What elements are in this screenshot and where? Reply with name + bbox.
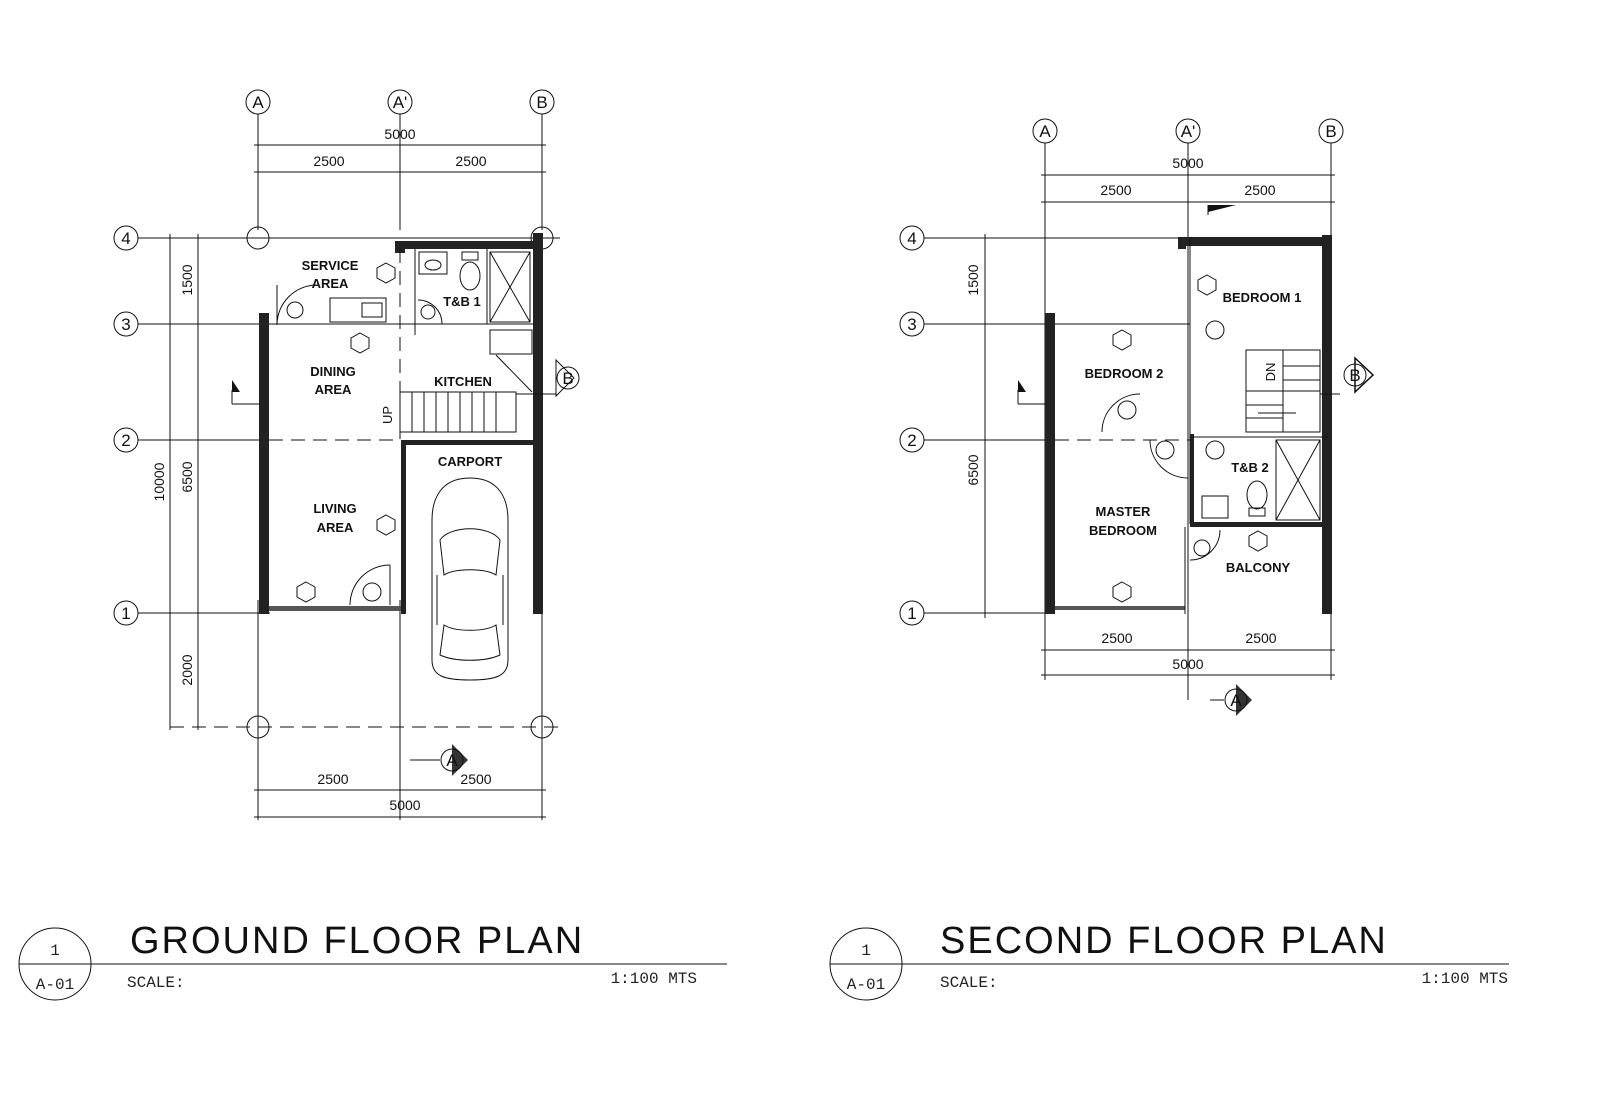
dim-total-depth: 10000 [151,462,167,501]
room-living-area-line1: LIVING [313,501,356,516]
dim-depth-1-end: 2000 [179,654,195,685]
grid-label-1: 1 [121,604,130,623]
section-marker-b-second: B [1349,366,1360,385]
sf-grid-label-a: A [1039,122,1051,141]
section-marker-a-second: A [1230,691,1242,710]
second-ref-sheet: A-01 [847,976,885,994]
sf-grid-label-b: B [1325,122,1336,141]
sf-grid-bubbles-top: A A' B [1032,118,1344,700]
room-master-bedroom-line2: BEDROOM [1089,523,1157,538]
sf-dim-bay-left-top: 2500 [1100,182,1131,198]
dim-depth-4-3: 1500 [179,264,195,295]
sf-dim-depth-4-3: 1500 [965,264,981,295]
sf-bottom-dimensions: 2500 2500 5000 [1041,630,1335,676]
room-master-bedroom-line1: MASTER [1096,504,1152,519]
grid-bubbles-top: A A' B [245,89,555,230]
section-marker-b-ground: B [562,369,573,388]
ground-floor-title: GROUND FLOOR PLAN [130,920,584,962]
second-scale-value: 1:100 MTS [1422,970,1508,988]
dim-bay-right-top: 2500 [455,153,486,169]
ground-section-markers: B A [231,358,580,776]
room-tb1: T&B 1 [443,294,481,309]
grid-label-3: 3 [121,315,130,334]
dim-bay-left-bottom: 2500 [317,771,348,787]
ground-stair [399,354,533,433]
sf-dim-bay-right-bottom: 2500 [1245,630,1276,646]
grid-label-a: A [252,93,264,112]
sf-grid-label-a-prime: A' [1181,122,1196,141]
sf-grid-label-4: 4 [907,229,916,248]
dim-bay-right-bottom: 2500 [460,771,491,787]
sf-walls [1045,235,1332,614]
room-dining-area-line1: DINING [310,364,356,379]
room-tb2: T&B 2 [1231,460,1269,475]
room-bedroom1: BEDROOM 1 [1223,290,1302,305]
grid-label-2: 2 [121,431,130,450]
ground-scale-value: 1:100 MTS [611,970,697,988]
ground-floor-plan: A A' B 5000 2500 2500 4 3 2 1 [18,89,727,1001]
top-dimensions: 5000 2500 2500 [254,126,546,173]
second-floor-title: SECOND FLOOR PLAN [940,920,1388,962]
ground-ref-sheet: A-01 [36,976,74,994]
room-carport: CARPORT [438,454,502,469]
ground-title-block: 1 A-01 GROUND FLOOR PLAN SCALE: 1:100 MT… [18,920,727,1001]
stair-dn-label: DN [1263,363,1278,382]
dim-total-width-bottom: 5000 [389,797,420,813]
grid-label-4: 4 [121,229,130,248]
sf-grid-label-2: 2 [907,431,916,450]
ground-walls [259,233,543,614]
section-marker-a-ground: A [446,751,458,770]
left-dimensions: 1500 6500 2000 10000 [151,234,199,730]
stair-up-label: UP [380,406,395,424]
room-living-area-line2: AREA [317,520,354,535]
room-balcony: BALCONY [1226,560,1291,575]
second-scale-label: SCALE: [940,974,998,992]
room-bedroom2: BEDROOM 2 [1085,366,1164,381]
room-dining-area-line2: AREA [315,382,352,397]
grid-bubbles-left: 4 3 2 1 [113,225,560,626]
sf-room-labels: BEDROOM 1 BEDROOM 2 T&B 2 MASTER BEDROOM… [1085,290,1302,575]
sf-grid-label-3: 3 [907,315,916,334]
car-icon [431,477,509,681]
dim-total-width-top: 5000 [384,126,415,142]
sf-dim-total-width-bottom: 5000 [1172,656,1203,672]
sf-grid-label-1: 1 [907,604,916,623]
sf-fixtures [1101,274,1321,603]
ground-scale-label: SCALE: [127,974,185,992]
sf-title-block: 1 A-01 SECOND FLOOR PLAN SCALE: 1:100 MT… [829,920,1509,1001]
ground-room-labels: SERVICE AREA T&B 1 DINING AREA KITCHEN C… [302,258,503,535]
grid-label-a-prime: A' [393,93,408,112]
sf-section-markers: B A [1017,205,1375,716]
second-ref-number: 1 [861,942,871,960]
grid-label-b: B [536,93,547,112]
room-service-area-line2: AREA [312,276,349,291]
ground-fixtures [276,251,533,606]
second-floor-plan: A A' B 5000 2500 2500 4 3 2 1 [829,118,1509,1001]
ground-ref-number: 1 [50,942,60,960]
sf-grid-bubbles-left: 4 3 2 1 [899,225,1180,626]
room-service-area-line1: SERVICE [302,258,359,273]
grid-intersection-marks [170,226,560,820]
room-kitchen: KITCHEN [434,374,492,389]
sf-top-dimensions: 5000 2500 2500 [1041,155,1335,203]
sf-left-dimensions: 1500 6500 [965,234,986,618]
sf-dim-bay-right-top: 2500 [1244,182,1275,198]
bottom-dimensions: 2500 2500 5000 [254,771,546,818]
sf-stair [1245,349,1321,433]
sf-dim-bay-left-bottom: 2500 [1101,630,1132,646]
sf-dim-total-width-top: 5000 [1172,155,1203,171]
dim-depth-3-1: 6500 [179,461,195,492]
sf-dim-depth-3-1: 6500 [965,454,981,485]
dim-bay-left-top: 2500 [313,153,344,169]
